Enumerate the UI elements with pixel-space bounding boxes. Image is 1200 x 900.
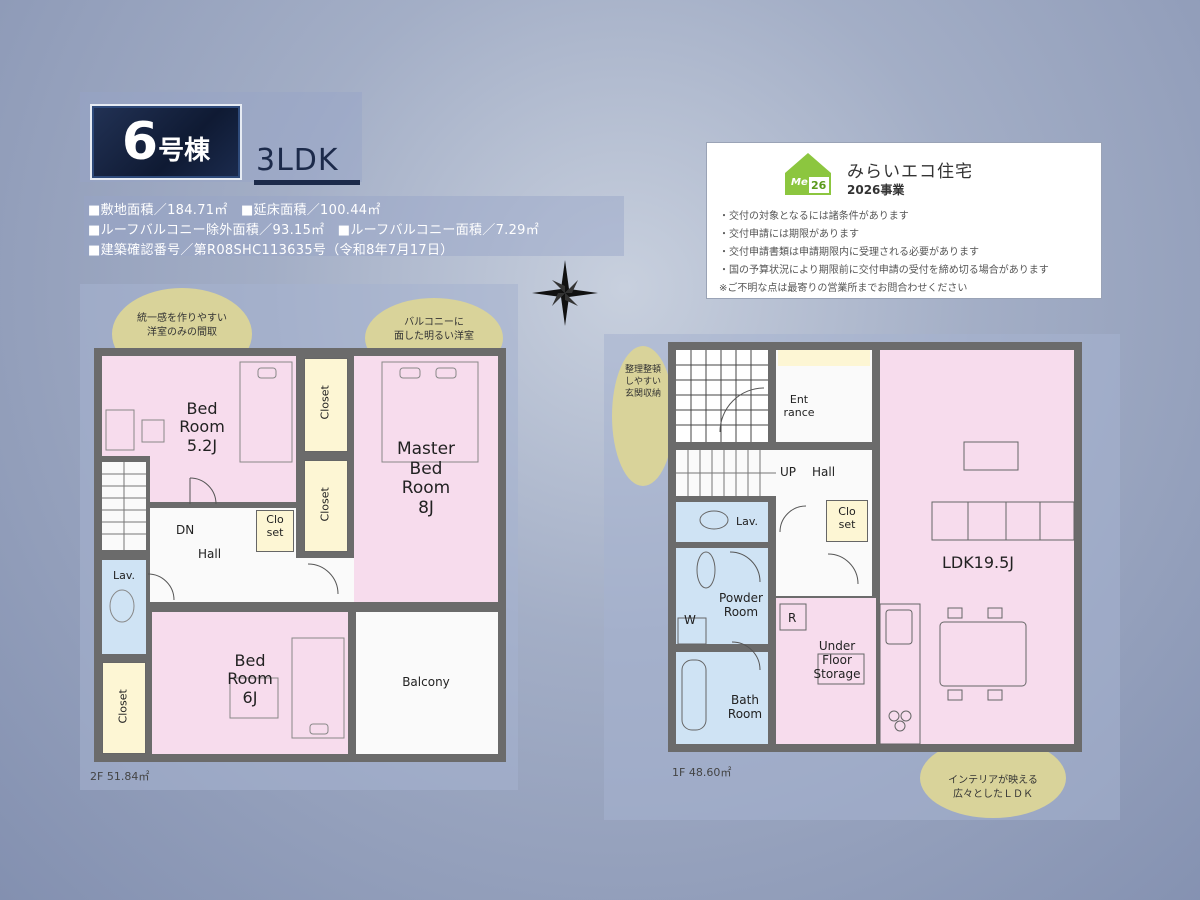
floor1-entrance-step xyxy=(778,350,870,366)
floor2-bubble-left-text: 統一感を作りやすい 洋室のみの間取 xyxy=(137,313,227,338)
layout-type: 3LDK xyxy=(256,143,339,178)
floor1-ldk xyxy=(880,350,1074,744)
floor2-hall-label: Hall xyxy=(198,547,222,561)
floor1-lav-label: Lav. xyxy=(736,515,759,528)
floor1-up-label: UP xyxy=(780,465,797,479)
floor1-storage-label: Under Floor Storage xyxy=(813,639,861,681)
eco-note-2: ・交付申請には期限があります xyxy=(719,229,859,240)
floor1-refrigerator-label: R xyxy=(788,611,797,625)
spec-line-3: ■建築確認番号／第R08SHC113635号（令和8年7月17日） xyxy=(88,243,454,258)
eco-year: 2026事業 xyxy=(847,183,905,197)
eco-note-4: ・国の予算状況により期限前に交付申請の受付を締め切る場合があります xyxy=(719,265,1049,276)
floor1-bath-room xyxy=(676,652,768,744)
floor1-washer-label: W xyxy=(684,613,696,627)
floor2-master-bedroom xyxy=(354,356,498,602)
eco-logo-text: Me xyxy=(791,177,808,188)
floor2-balcony xyxy=(356,612,498,754)
floor1-closet-label: Clo set xyxy=(838,505,856,531)
shoe-storage-grid xyxy=(676,350,768,442)
floor2-closet-1-label: Closet xyxy=(318,385,332,420)
floor1-bath-label: Bath Room xyxy=(727,693,763,721)
floor1-lavatory xyxy=(676,502,768,542)
floor1-bubble-right-text: インテリアが映える 広々としたＬＤＫ xyxy=(948,775,1038,800)
floor1-powder-room xyxy=(676,548,768,644)
floor1-bubble-left-text: 整理整頓 しやすい 玄関収納 xyxy=(624,365,661,400)
floor1-closet xyxy=(826,500,868,542)
building-number-badge: 6 号棟 xyxy=(90,104,242,180)
eco-logo-number: 26 xyxy=(811,179,827,192)
floor2-lavatory xyxy=(102,560,146,654)
floor1-ldk-label: LDK19.5J xyxy=(941,553,1015,572)
floor1-kitchen-storage-area xyxy=(776,598,876,744)
floor2-furniture-outlines xyxy=(105,361,479,739)
floor2-closet-2 xyxy=(304,460,348,552)
floor2-balcony-label: Balcony xyxy=(402,675,450,689)
stairs-icon xyxy=(102,462,146,550)
house-leaf-icon xyxy=(785,153,831,195)
floor1-bubble-left xyxy=(612,346,674,486)
spec-panel xyxy=(84,196,624,256)
stairs-icon-1f xyxy=(676,450,776,496)
spec-line-2: ■ルーフバルコニー除外面積／93.15㎡ ■ルーフバルコニー面積／7.29㎡ xyxy=(88,223,540,238)
floor1-hall-label: Hall xyxy=(812,465,836,479)
floor2-closet-hall-label: Clo set xyxy=(266,513,284,539)
floor2-area: 2F 51.84㎡ xyxy=(90,770,150,783)
spec-line-1: ■敷地面積／184.71㎡ ■延床面積／100.44㎡ xyxy=(88,203,381,218)
floor2-corridor xyxy=(296,558,354,602)
building-suffix: 号棟 xyxy=(158,136,211,166)
floor2-bubble-right-text: バルコニーに 面した明るい洋室 xyxy=(394,317,474,342)
floor1-furniture-outlines xyxy=(677,387,1075,745)
floor1-powder-label: Powder Room xyxy=(719,591,763,619)
floor1-entrance-label: Ent rance xyxy=(783,393,815,419)
floor2-closet-hall xyxy=(256,510,294,552)
floor2-dn-label: DN xyxy=(176,523,195,537)
building-number: 6 xyxy=(121,112,159,172)
layout-underline xyxy=(254,180,360,185)
eco-note-1: ・交付の対象となるには諸条件があります xyxy=(719,211,909,222)
floor2-closet-2-label: Closet xyxy=(318,487,332,522)
floor2-bedroom-1-label: Bed Room 5.2J xyxy=(179,399,225,455)
floor2-closet-3 xyxy=(102,662,146,754)
floor2-bedroom-2-label: Bed Room 6J xyxy=(227,651,273,707)
eco-title: みらいエコ住宅 xyxy=(847,162,973,182)
floor2-closet-3-label: Closet xyxy=(116,689,130,724)
eco-note-3: ・交付申請書類は申請期限内に受理される必要があります xyxy=(719,247,979,258)
eco-note-5: ※ご不明な点は最寄りの営業所までお問合わせください xyxy=(719,283,968,294)
floor2-master-label: Master Bed Room 8J xyxy=(396,439,456,518)
floor2-bedroom-1-lower xyxy=(150,456,296,502)
compass-icon xyxy=(532,260,598,326)
floor2-bedroom-2 xyxy=(152,612,348,754)
floor2-lav-label: Lav. xyxy=(112,569,136,582)
eco-housing-notice: Me 26 みらいエコ住宅 2026事業 ・交付の対象となるには諸条件があります… xyxy=(706,142,1102,299)
floor1-area: 1F 48.60㎡ xyxy=(672,766,732,779)
floor2-closet-1 xyxy=(304,358,348,452)
